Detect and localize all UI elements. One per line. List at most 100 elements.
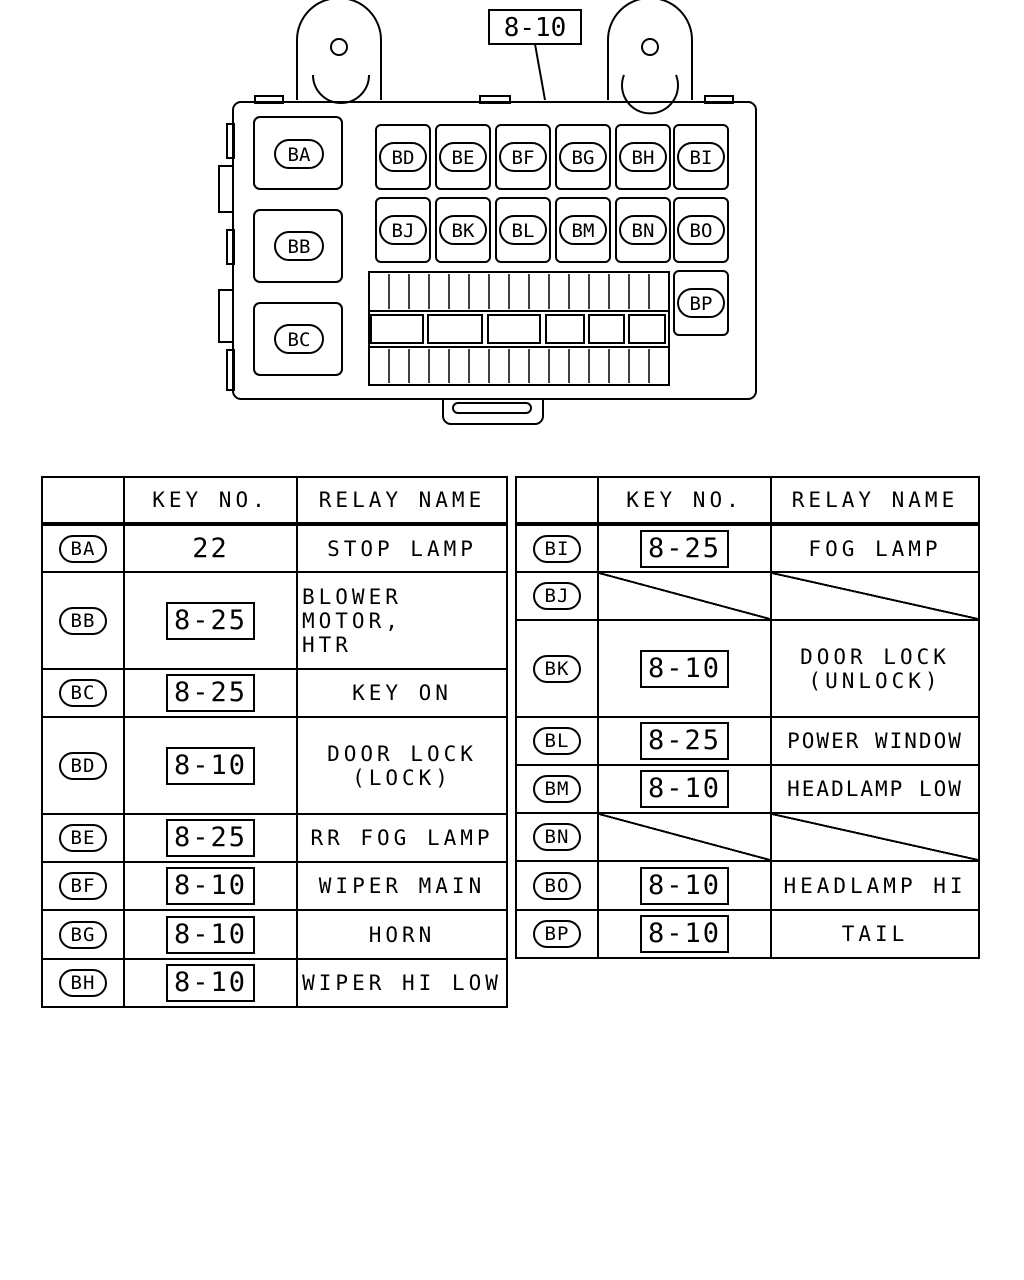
relay-table-left: KEY NO. RELAY NAME BA 22 STOP LAMP BB 8-… <box>41 476 508 1008</box>
table-row: BE 8-25 RR FOG LAMP <box>41 813 508 863</box>
diagram-relay-bn: BN <box>632 220 655 242</box>
leader-line <box>534 43 546 101</box>
relay-id: BH <box>59 969 107 997</box>
right-mount-hole <box>641 38 659 56</box>
diagram-relay-bi: BI <box>690 147 713 169</box>
key-no: 8-25 <box>165 601 256 640</box>
diagram-relay-bh: BH <box>632 147 655 169</box>
table-row: BI 8-25 FOG LAMP <box>515 523 980 573</box>
relay-name-line2: (LOCK) <box>352 765 452 790</box>
diagram-relay-bd: BD <box>392 147 415 169</box>
diagram-relay-bm: BM <box>572 220 595 242</box>
relay-name-line1: DOOR LOCK <box>327 741 477 766</box>
diagram-relay-bg: BG <box>572 147 595 169</box>
diagram-relay-bc: BC <box>288 329 311 351</box>
relay-name: HEADLAMP LOW <box>770 764 980 814</box>
table-row: BG 8-10 HORN <box>41 909 508 960</box>
left-mount-hole <box>330 38 348 56</box>
table-row: BB 8-25 BLOWER MOTOR,HTR <box>41 571 508 670</box>
key-no-empty <box>597 571 772 621</box>
relay-name: HEADLAMP HI <box>770 860 980 911</box>
relay-id: BC <box>59 679 107 707</box>
relay-id: BN <box>533 823 581 851</box>
table-row: BF 8-10 WIPER MAIN <box>41 861 508 911</box>
relay-name-line2: HTR <box>302 632 352 657</box>
relay-id: BK <box>533 654 581 683</box>
fuse-block <box>368 271 670 386</box>
ref-label-box <box>488 9 582 45</box>
table-row: BD 8-10 DOOR LOCK(LOCK) <box>41 716 508 815</box>
relay-name: POWER WINDOW <box>770 716 980 766</box>
relay-name: DOOR LOCK(LOCK) <box>296 716 508 815</box>
key-no: 8-25 <box>639 529 730 568</box>
diagram-relay-be: BE <box>452 147 475 169</box>
relay-id: BD <box>59 751 107 780</box>
relay-table-right: KEY NO. RELAY NAME BI 8-25 FOG LAMP BJ B… <box>515 476 980 959</box>
table-header-row: KEY NO. RELAY NAME <box>515 476 980 526</box>
relay-name: BLOWER MOTOR,HTR <box>296 571 508 670</box>
relay-name: HORN <box>296 909 508 960</box>
diagram-relay-bl: BL <box>512 220 535 242</box>
key-no: 8-10 <box>165 867 256 905</box>
relay-name-line1: BLOWER MOTOR, <box>302 584 402 633</box>
relay-name: TAIL <box>770 909 980 959</box>
table-row: BJ <box>515 571 980 621</box>
key-no: 8-25 <box>165 674 256 712</box>
table-row: BA 22 STOP LAMP <box>41 523 508 573</box>
relay-name-empty <box>770 812 980 862</box>
relay-id: BJ <box>533 582 581 610</box>
relay-name: DOOR LOCK(UNLOCK) <box>770 619 980 718</box>
table-row: BM 8-10 HEADLAMP LOW <box>515 764 980 814</box>
relay-id: BO <box>533 871 581 900</box>
header-id <box>515 476 599 526</box>
relay-name: FOG LAMP <box>770 523 980 573</box>
relay-box-diagram: 8-10 BA BB BC BD BE BF BG BH BI BJ BK BL… <box>218 0 757 425</box>
key-no: 8-10 <box>165 915 256 954</box>
key-no: 8-10 <box>639 770 730 808</box>
relay-name-empty <box>770 571 980 621</box>
table-row: BL 8-25 POWER WINDOW <box>515 716 980 766</box>
diagram-relay-bp: BP <box>690 293 713 315</box>
relay-id: BE <box>59 824 107 852</box>
table-row: BO 8-10 HEADLAMP HI <box>515 860 980 911</box>
relay-id: BM <box>533 775 581 803</box>
header-id <box>41 476 125 526</box>
relay-id: BF <box>59 872 107 900</box>
header-relay-name: RELAY NAME <box>770 476 980 526</box>
diagram-relay-ba: BA <box>288 144 311 166</box>
table-row: BK 8-10 DOOR LOCK(UNLOCK) <box>515 619 980 718</box>
diagram-relay-bf: BF <box>512 147 535 169</box>
diagram-relay-bk: BK <box>452 220 475 242</box>
relay-id: BB <box>59 606 107 635</box>
table-header-row: KEY NO. RELAY NAME <box>41 476 508 526</box>
relay-name: KEY ON <box>296 668 508 718</box>
header-key-no: KEY NO. <box>123 476 298 526</box>
relay-id: BL <box>533 727 581 755</box>
key-no: 8-25 <box>165 819 256 857</box>
key-no: 8-10 <box>165 746 256 785</box>
relay-id: BA <box>59 534 107 563</box>
relay-id: BG <box>59 920 107 949</box>
left-mounting-ear <box>296 0 382 100</box>
relay-id: BI <box>533 534 581 563</box>
diagram-relay-bo: BO <box>690 220 713 242</box>
diagram-relay-bj: BJ <box>392 220 415 242</box>
table-row: BP 8-10 TAIL <box>515 909 980 959</box>
relay-name-line2: (UNLOCK) <box>808 668 942 693</box>
relay-id: BP <box>533 920 581 948</box>
relay-name-line1: DOOR LOCK <box>800 644 950 669</box>
table-row: BN <box>515 812 980 862</box>
key-no: 8-10 <box>639 866 730 905</box>
ref-label: 8-10 <box>504 13 567 43</box>
key-no: 8-25 <box>639 722 730 760</box>
header-relay-name: RELAY NAME <box>296 476 508 526</box>
relay-name: WIPER HI LOW <box>296 958 508 1008</box>
relay-name: RR FOG LAMP <box>296 813 508 863</box>
key-no: 8-10 <box>165 964 256 1002</box>
diagram-relay-bb: BB <box>288 236 311 258</box>
key-no-empty <box>597 812 772 862</box>
key-no: 22 <box>192 533 229 564</box>
table-row: BH 8-10 WIPER HI LOW <box>41 958 508 1008</box>
relay-name: WIPER MAIN <box>296 861 508 911</box>
header-key-no: KEY NO. <box>597 476 772 526</box>
